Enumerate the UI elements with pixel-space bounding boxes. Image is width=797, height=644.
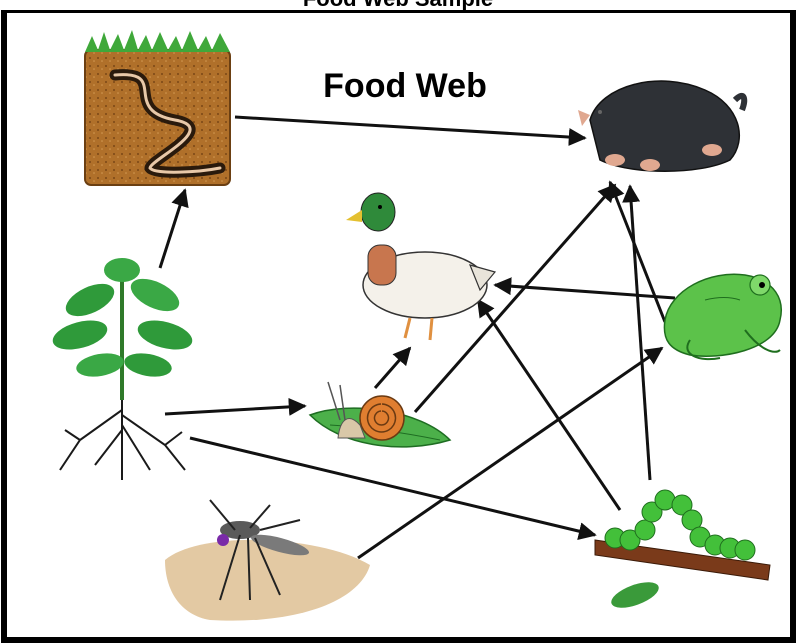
diagram-title: Food Web — [323, 67, 487, 105]
earthworm-in-soil-icon — [85, 30, 230, 185]
header-partial: Food Web Sample — [303, 0, 493, 11]
